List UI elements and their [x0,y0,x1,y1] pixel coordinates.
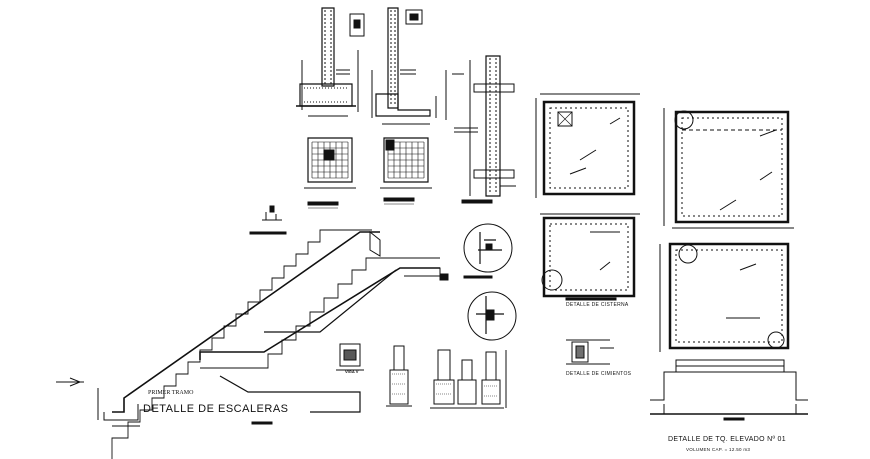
column-section-detail-1 [296,8,364,116]
footing-plan-2 [380,138,432,188]
primer-tramo-label: PRIMER TRAMO [148,390,194,396]
beam-section-detail [336,344,364,370]
column-section-detail-2 [372,8,464,124]
foundation-detail-5 [566,340,614,364]
tank-volume-label: VOLUMEN CAP. = 12.50 m3 [686,447,751,452]
foundation-detail-2 [430,350,458,408]
beam-label: VIGA V [345,369,359,374]
footing-plan-1 [304,138,356,188]
foundation-detail-1 [386,346,412,406]
connection-detail-circle-2 [468,292,516,340]
elevated-tank-section [650,244,808,420]
cistern-detail-title: DETALLE DE CISTERNA [566,302,629,308]
foundation-detail-3 [454,360,480,408]
stair-detail-title: DETALLE DE ESCALERAS [143,403,289,415]
stair-section-detail [56,230,448,459]
tank-detail-title: DETALLE DE TQ. ELEVADO Nº 01 [668,436,786,443]
cistern-section [540,214,640,300]
column-elevation-detail [454,56,516,203]
elevated-tank-plan [664,108,794,228]
connection-detail-circle-1 [464,224,512,278]
cistern-plan [536,94,640,198]
foundation-detail-title: DETALLE DE CIMIENTOS [566,371,632,377]
small-anchor-detail [250,206,286,234]
title-bars-top [308,198,414,208]
foundation-detail-4 [478,350,506,408]
